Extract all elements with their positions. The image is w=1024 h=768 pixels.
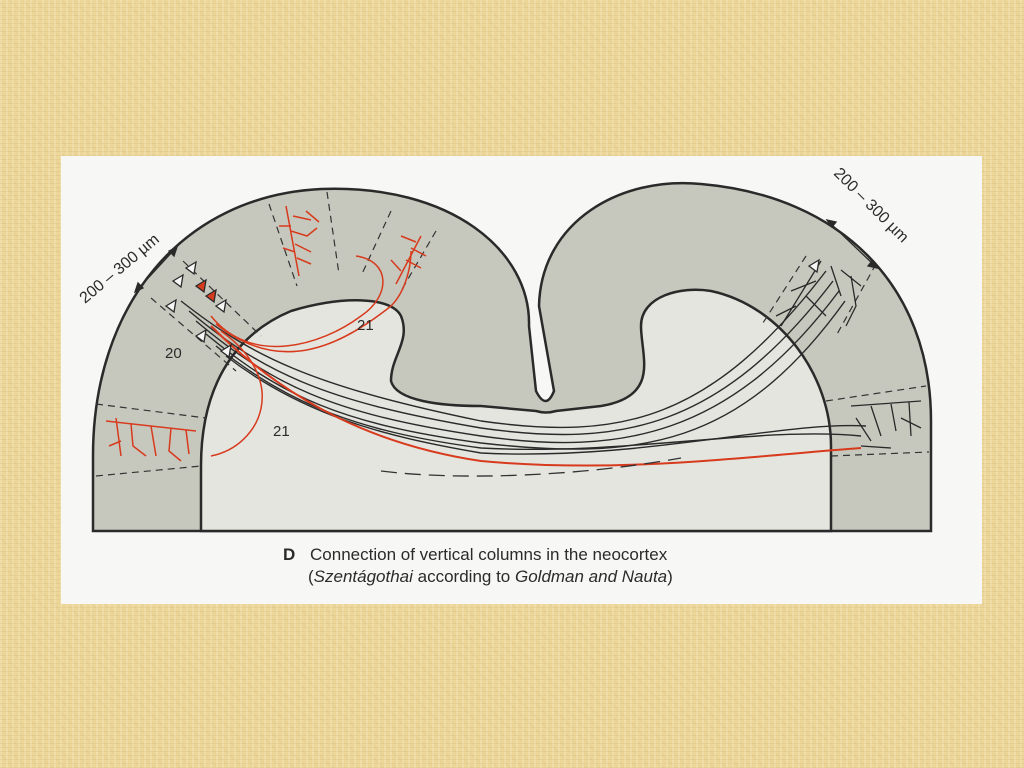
dark-arborizations [775, 260, 922, 449]
caption-mid: according to [412, 567, 515, 586]
pyramidal-neurons [164, 258, 820, 359]
caption-letter: D [283, 545, 296, 564]
dashed-tract [380, 457, 682, 477]
scale-arrows [133, 218, 879, 294]
white-matter [199, 288, 833, 533]
fiber-bundle [180, 270, 867, 455]
caption-line-2: (Szentágothai according to Goldman and N… [283, 566, 673, 588]
area-label-21-top: 21 [357, 317, 374, 334]
vertical-columns [95, 191, 930, 477]
figure-caption: D Connection of vertical columns in the … [283, 544, 673, 588]
red-loops [210, 250, 412, 457]
caption-author-2: Goldman and Nauta [514, 567, 668, 586]
caption-author-1: Szentágothai [313, 567, 413, 586]
caption-open-paren: ( [308, 567, 314, 586]
caption-line-1: D Connection of vertical columns in the … [283, 544, 673, 566]
red-arborizations [105, 205, 427, 462]
area-label-21-bottom: 21 [273, 423, 290, 440]
caption-title: Connection of vertical columns in the ne… [310, 545, 668, 564]
figure-panel: 200 – 300 µm 200 – 300 µm 20 21 21 D Con… [61, 156, 982, 604]
red-axon [210, 325, 862, 467]
area-label-20: 20 [165, 345, 182, 362]
caption-close-paren: ) [667, 567, 673, 586]
neocortex-diagram: 200 – 300 µm 200 – 300 µm 20 21 21 [77, 165, 933, 533]
